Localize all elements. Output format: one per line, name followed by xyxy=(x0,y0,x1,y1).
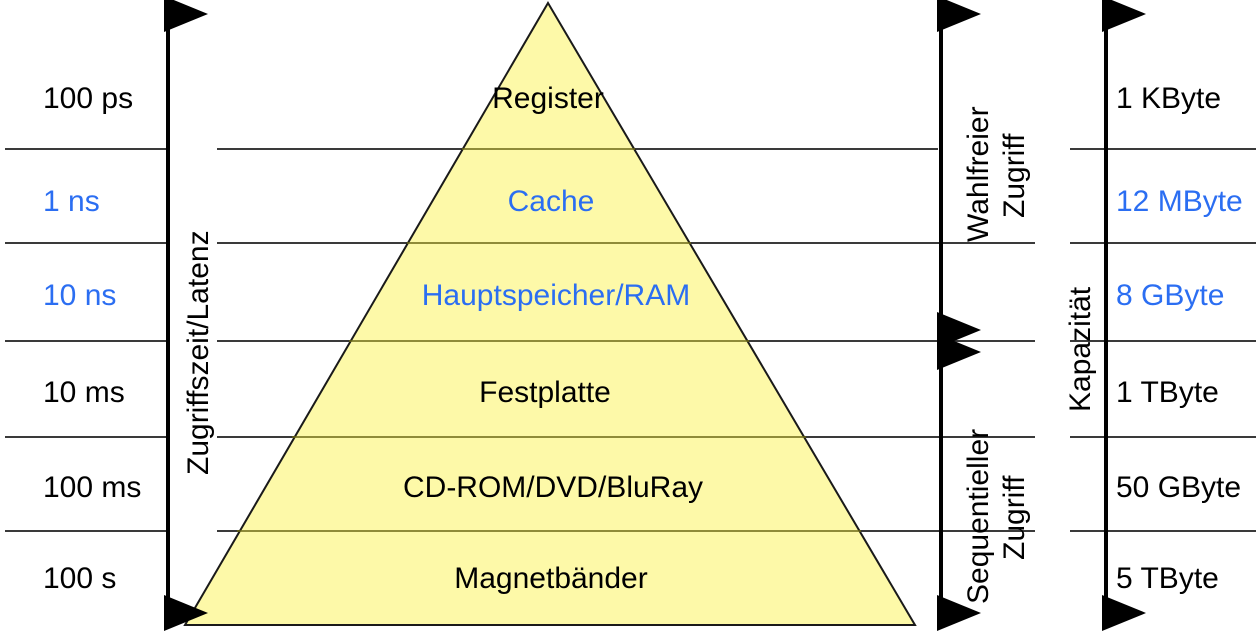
access-time-axis-label: Zugriffszeit/Latenz xyxy=(182,230,215,475)
sequential-access-bracket-label-line2: Zugriff xyxy=(998,475,1031,560)
capacity-label-main-memory: 8 GByte xyxy=(1116,279,1224,312)
sequential-access-bracket-label-line1: Sequentieller xyxy=(962,429,995,604)
random-access-bracket-label-line2: Zugriff xyxy=(998,133,1031,218)
latency-label-hard-disk: 10 ms xyxy=(43,376,125,409)
latency-label-optical-disc: 100 ms xyxy=(43,471,141,504)
random-access-bracket-label-line1: Wahlfreier xyxy=(962,106,995,242)
tier-label-register: Register xyxy=(492,82,604,115)
tier-label-optical-disc: CD-ROM/DVD/BluRay xyxy=(403,471,703,504)
tier-label-main-memory: Hauptspeicher/RAM xyxy=(422,279,690,312)
latency-label-cache: 1 ns xyxy=(43,185,100,218)
capacity-label-magnetic-tape: 5 TByte xyxy=(1116,562,1219,595)
tier-label-hard-disk: Festplatte xyxy=(479,376,611,409)
capacity-axis-label: Kapazität xyxy=(1064,286,1097,412)
latency-label-register: 100 ps xyxy=(43,82,133,115)
capacity-label-optical-disc: 50 GByte xyxy=(1116,471,1241,504)
latency-label-main-memory: 10 ns xyxy=(43,279,116,312)
tier-label-cache: Cache xyxy=(508,185,595,218)
capacity-label-hard-disk: 1 TByte xyxy=(1116,376,1219,409)
tier-label-magnetic-tape: Magnetbänder xyxy=(454,562,647,595)
capacity-label-register: 1 KByte xyxy=(1116,82,1221,115)
latency-label-magnetic-tape: 100 s xyxy=(43,562,116,595)
capacity-label-cache: 12 MByte xyxy=(1116,185,1243,218)
pyramid-shape xyxy=(183,1,917,626)
